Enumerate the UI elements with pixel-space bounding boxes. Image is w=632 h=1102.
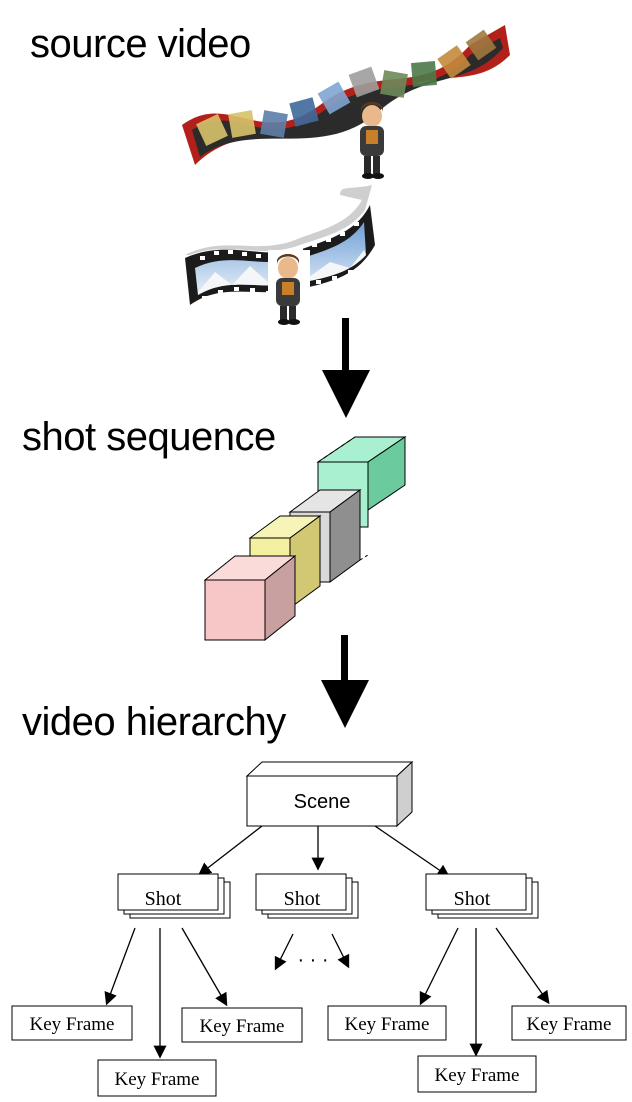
person-figure-top: [360, 102, 384, 179]
keyframe-node-6: Key Frame: [511, 1005, 627, 1041]
video-hierarchy-label: video hierarchy: [22, 700, 286, 744]
keyframe-node-1: Key Frame: [11, 1005, 133, 1041]
keyframe-node-3: Key Frame: [181, 1007, 303, 1043]
keyframe-5-label: Key Frame: [435, 1065, 520, 1086]
shot-node-3: Shot: [425, 873, 539, 919]
color-film-strip: [182, 25, 510, 165]
arrow-down-2: [321, 635, 369, 728]
keyframe-2-label: Key Frame: [115, 1069, 200, 1090]
keyframe-3-label: Key Frame: [200, 1016, 285, 1037]
ellipsis-label: · · ·: [297, 949, 328, 971]
keyframe-node-5: Key Frame: [417, 1055, 537, 1093]
arrow-down-1: [322, 318, 370, 418]
shot-1-label: Shot: [145, 888, 182, 910]
shot-keyframe-edges: [104, 927, 550, 1059]
keyframe-1-label: Key Frame: [30, 1014, 115, 1035]
source-video-label: source video: [30, 22, 251, 66]
keyframe-4-label: Key Frame: [345, 1014, 430, 1035]
shot-node-1: Shot: [117, 873, 231, 919]
shot-sequence-label: shot sequence: [22, 415, 276, 459]
person-figure-bottom: [268, 250, 310, 325]
shot-3-label: Shot: [454, 888, 491, 910]
scene-label: Scene: [294, 791, 351, 813]
shot-node-2: Shot: [255, 873, 359, 919]
keyframe-node-2: Key Frame: [97, 1059, 217, 1097]
shot-sequence-cubes: [203, 436, 407, 642]
keyframe-6-label: Key Frame: [527, 1014, 612, 1035]
shot-2-label: Shot: [284, 888, 321, 910]
scene-shot-edges: [197, 825, 451, 878]
scene-node: Scene: [245, 760, 414, 828]
keyframe-node-4: Key Frame: [327, 1005, 447, 1041]
